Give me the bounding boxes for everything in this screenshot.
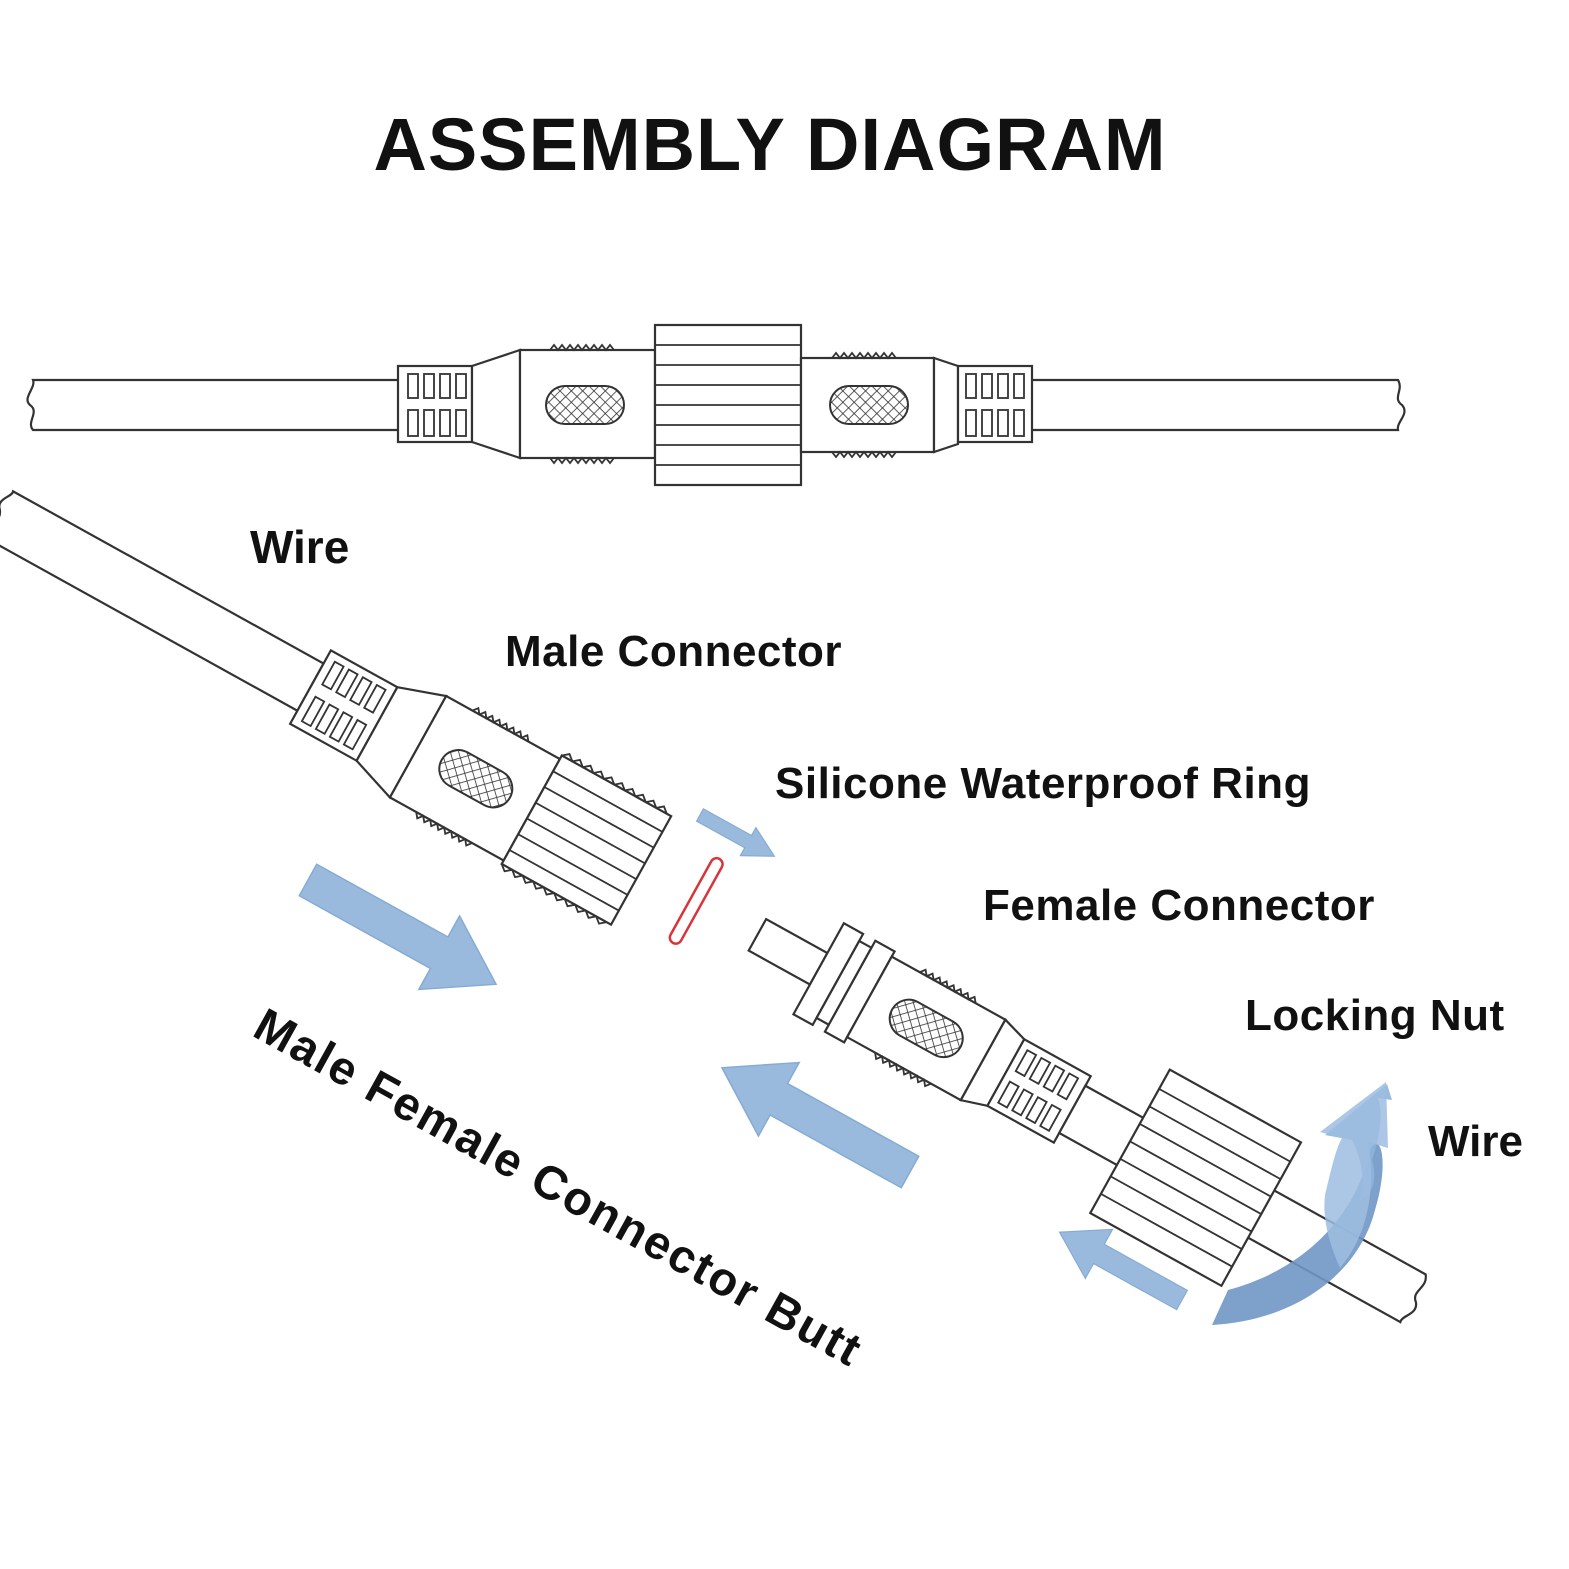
diagram-title: ASSEMBLY DIAGRAM [373,103,1167,186]
male-connector-body [355,685,562,862]
male-strain-relief [288,648,399,763]
male-wire [0,489,326,713]
female-flange [791,921,897,1044]
top-male-body [470,343,657,465]
arrow-ring [695,808,776,857]
arrow-push-nut [1058,1228,1189,1311]
top-wire-left [26,378,402,432]
label-waterproof-ring: Silicone Waterproof Ring [775,759,1311,808]
arrow-push-female [720,1061,920,1189]
top-strain-relief-left [396,364,474,444]
top-locking-nut [653,323,803,487]
assembled-connector [26,323,1406,487]
label-female-connector: Female Connector [983,881,1375,930]
label-wire-left: Wire [250,521,350,573]
female-connector-body [845,955,1026,1108]
locking-nut [1088,1068,1303,1288]
arrow-push-male [298,863,498,991]
label-male-connector: Male Connector [505,627,843,676]
top-female-body [799,351,960,459]
top-wire-right [1028,378,1406,432]
label-wire-right: Wire [1428,1117,1523,1166]
top-strain-relief-right [956,364,1034,444]
label-locking-nut: Locking Nut [1245,991,1505,1040]
female-strain-relief [985,1037,1093,1145]
arrow-rotate-nut [1212,1082,1392,1325]
male-thread [500,753,673,927]
silicone-ring [668,856,724,945]
